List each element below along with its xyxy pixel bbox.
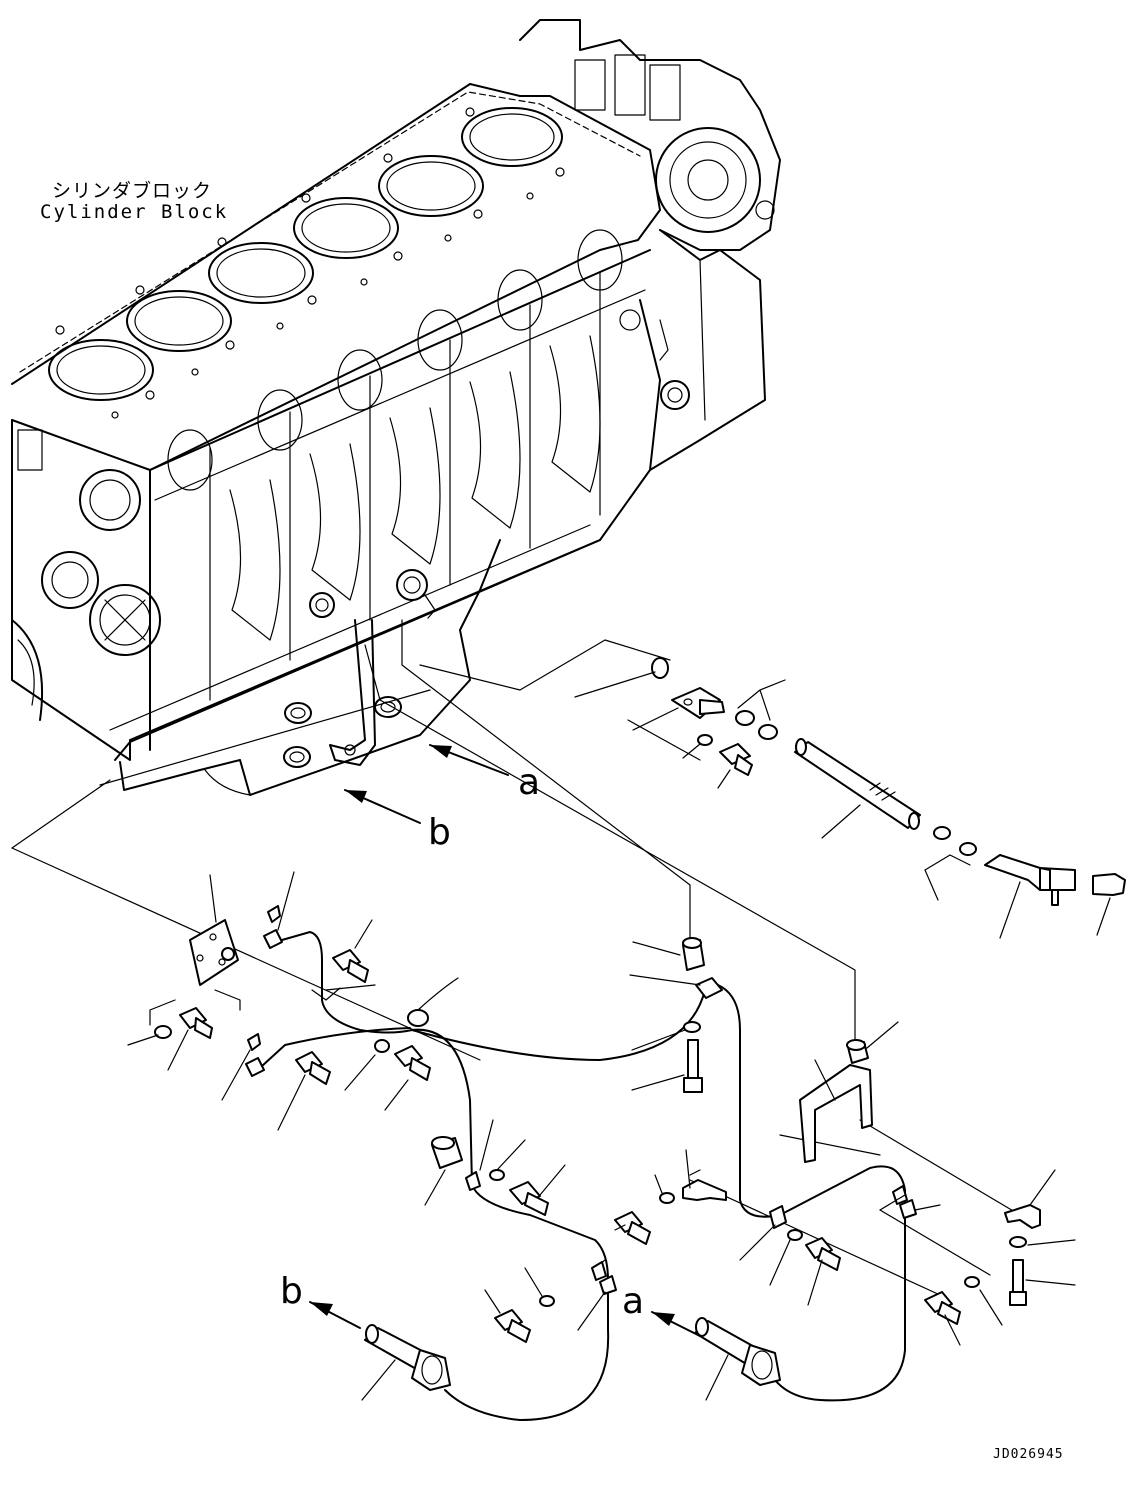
cap-part: [651, 657, 669, 679]
connector-bracket-group: [127, 871, 431, 1131]
support-bracket: [799, 1064, 873, 1163]
sensor-b: [361, 1324, 451, 1401]
arrow-a-upper-icon: [430, 745, 452, 758]
plug-part: [1092, 873, 1126, 896]
drawing-id: JD026945: [993, 1447, 1064, 1462]
washer-part: [697, 734, 713, 746]
view-label-b-lower: b: [280, 1271, 303, 1312]
view-label-a-lower: a: [622, 1281, 645, 1322]
elbow-part: [984, 854, 1076, 891]
sensor-a: [694, 1317, 781, 1401]
view-arrows: [309, 744, 701, 1337]
tube-assembly: [574, 657, 1126, 939]
view-label-a-upper: a: [518, 762, 541, 803]
cylinder-block-label-jp: シリンダブロック: [52, 180, 213, 202]
arrow-a-lower-icon: [652, 1312, 675, 1326]
cylinder-block: [11, 19, 781, 796]
hose-part: [794, 741, 921, 829]
view-label-b-upper: b: [428, 812, 451, 853]
clamp-part: [735, 710, 755, 726]
reference-lines: [11, 619, 1021, 1296]
arrow-b-upper-icon: [345, 790, 367, 803]
wire-harness: [407, 937, 1076, 1421]
bracket-plate: [189, 919, 239, 986]
cylinder-block-label-en: Cylinder Block: [40, 201, 229, 223]
arrow-b-lower-icon: [310, 1302, 333, 1316]
